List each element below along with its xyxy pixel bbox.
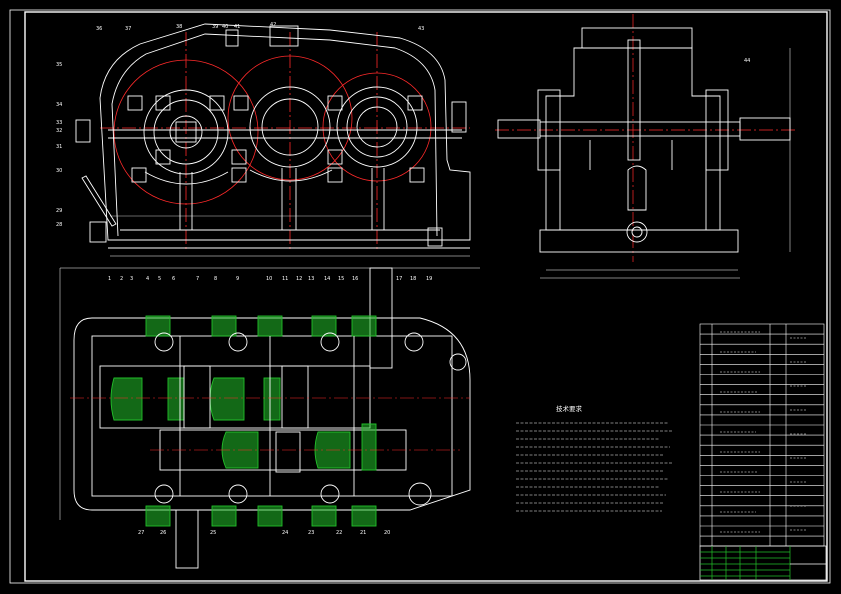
front-view-balloon: 37 bbox=[125, 26, 131, 32]
plan-view-balloon-top: 17 bbox=[396, 276, 402, 282]
front-view-balloon: 38 bbox=[176, 24, 182, 30]
front-view bbox=[75, 23, 471, 257]
plan-view-balloon-bottom: 26 bbox=[160, 530, 166, 536]
inner-border bbox=[24, 11, 828, 582]
plan-view-balloon-top: 15 bbox=[338, 276, 344, 282]
plan-view-balloon-bottom: 23 bbox=[308, 530, 314, 536]
parts-list bbox=[699, 323, 825, 547]
side-view bbox=[495, 14, 795, 279]
front-view-balloon: 30 bbox=[56, 168, 62, 174]
plan-view-balloon-bottom: 20 bbox=[384, 530, 390, 536]
front-view-balloon: 40 bbox=[222, 24, 228, 30]
front-view-balloon: 43 bbox=[418, 26, 424, 32]
plan-view-balloon-top: 2 bbox=[120, 276, 123, 282]
front-view-balloon: 39 bbox=[212, 24, 218, 30]
pitch-circles bbox=[100, 32, 470, 250]
plan-view-balloon-top: 1 bbox=[108, 276, 111, 282]
tech-req-title: 技术要求 bbox=[556, 404, 583, 413]
plan-view-balloon-top: 8 bbox=[214, 276, 217, 282]
front-view-balloon: 34 bbox=[56, 102, 62, 108]
plan-view-balloon-top: 18 bbox=[410, 276, 416, 282]
front-view-balloon: 44 bbox=[744, 58, 750, 64]
plan-view-balloon-top: 12 bbox=[296, 276, 302, 282]
plan-view-balloon-top: 3 bbox=[130, 276, 133, 282]
plan-view bbox=[59, 267, 480, 569]
front-view-balloon: 36 bbox=[96, 26, 102, 32]
front-view-balloon: 29 bbox=[56, 208, 62, 214]
front-view-balloon: 42 bbox=[270, 22, 276, 28]
plan-view-balloon-top: 14 bbox=[324, 276, 330, 282]
plan-view-balloon-top: 10 bbox=[266, 276, 272, 282]
flange-bolts bbox=[127, 95, 425, 183]
front-view-balloon: 35 bbox=[56, 62, 62, 68]
plan-view-balloon-top: 19 bbox=[426, 276, 432, 282]
plan-view-balloon-bottom: 25 bbox=[210, 530, 216, 536]
technical-requirements: 技术要求 bbox=[516, 404, 672, 512]
plan-view-balloon-bottom: 22 bbox=[336, 530, 342, 536]
plan-view-balloon-bottom: 21 bbox=[360, 530, 366, 536]
plan-view-balloon-bottom: 27 bbox=[138, 530, 144, 536]
outer-border bbox=[9, 9, 831, 584]
plan-view-balloon-top: 16 bbox=[352, 276, 358, 282]
plan-view-balloon-top: 11 bbox=[282, 276, 288, 282]
plan-view-balloon-top: 4 bbox=[146, 276, 149, 282]
front-view-balloon: 28 bbox=[56, 222, 62, 228]
plan-view-balloon-top: 7 bbox=[196, 276, 199, 282]
title-block bbox=[699, 545, 827, 581]
plan-view-balloon-top: 13 bbox=[308, 276, 314, 282]
plan-view-balloon-top: 6 bbox=[172, 276, 175, 282]
front-view-balloon: 32 bbox=[56, 128, 62, 134]
front-view-balloon: 33 bbox=[56, 120, 62, 126]
plan-view-balloon-bottom: 24 bbox=[282, 530, 288, 536]
plan-view-balloon-top: 9 bbox=[236, 276, 239, 282]
plan-view-balloon-top: 5 bbox=[158, 276, 161, 282]
hatched-sections bbox=[110, 315, 377, 527]
front-view-balloon: 31 bbox=[56, 144, 62, 150]
front-view-balloon: 41 bbox=[234, 24, 240, 30]
plan-bearings bbox=[154, 332, 467, 506]
